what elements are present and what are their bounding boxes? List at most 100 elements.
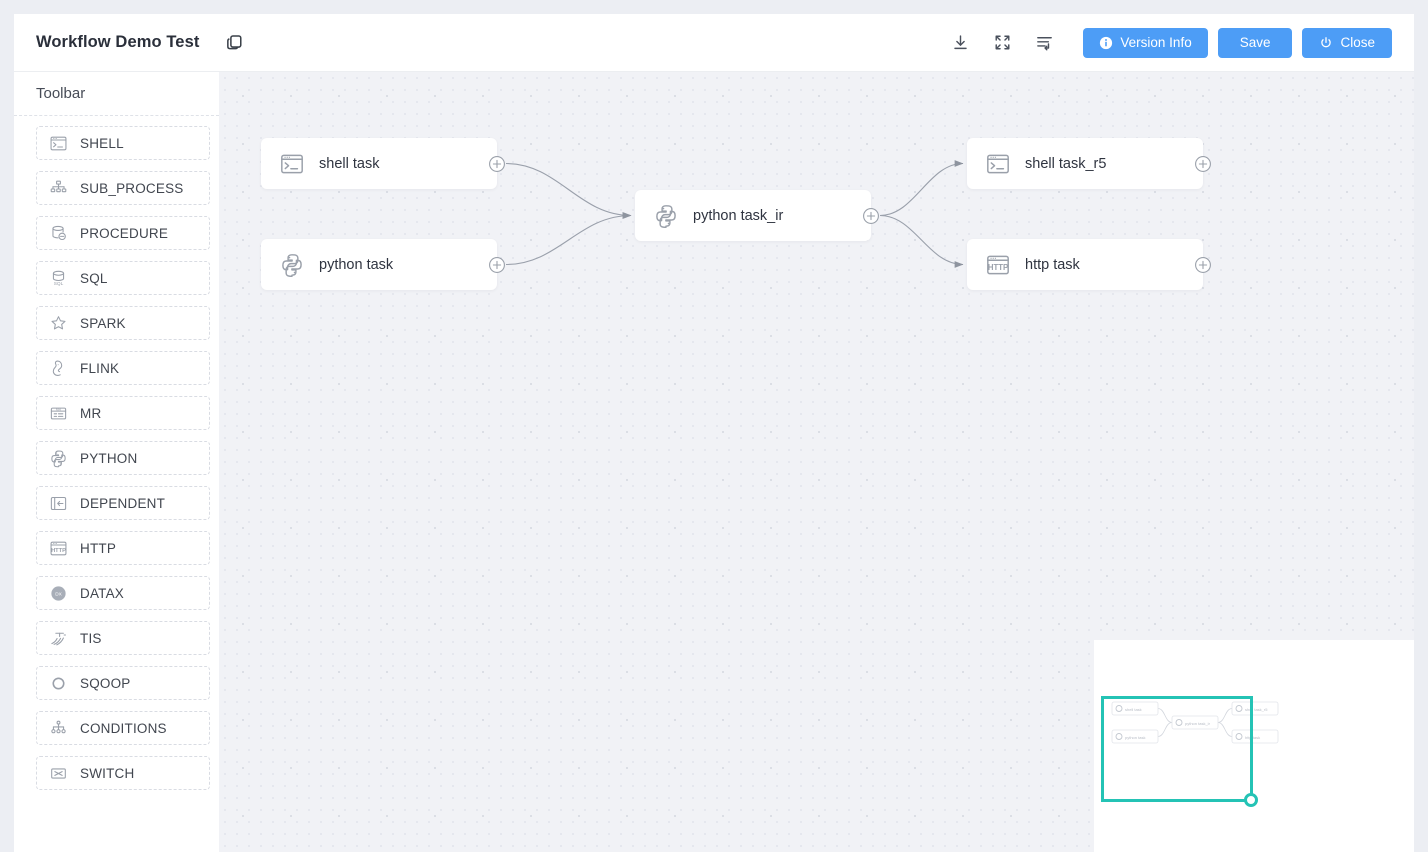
info-icon — [1100, 36, 1113, 49]
toolbar-item-label: PYTHON — [80, 450, 138, 466]
toolbar-item-label: FLINK — [80, 360, 120, 376]
download-icon[interactable] — [943, 26, 977, 60]
minimap-node-icon — [1115, 733, 1123, 740]
toolbar-item-label: MR — [80, 405, 102, 421]
save-label: Save — [1239, 35, 1271, 50]
toolbar-item-sql[interactable]: SQL SQL — [36, 261, 210, 295]
save-button[interactable]: Save — [1217, 27, 1293, 58]
minimap-node-icon — [1175, 719, 1183, 726]
python-icon — [49, 449, 68, 468]
workflow-node[interactable]: HTTP http task — [967, 239, 1211, 290]
version-info-button[interactable]: Version Info — [1083, 27, 1208, 58]
toolbar-item-label: SQL — [80, 270, 108, 286]
format-layout-icon[interactable] — [1027, 26, 1061, 60]
python-icon — [653, 203, 679, 229]
workflow-node-label: http task — [1025, 256, 1080, 273]
toolbar-item-sqoop[interactable]: SQOOP — [36, 666, 210, 700]
version-info-label: Version Info — [1120, 35, 1192, 50]
svg-text:HTTP: HTTP — [51, 548, 66, 554]
toolbar-item-label: DEPENDENT — [80, 495, 166, 511]
conditions-icon — [49, 719, 68, 738]
shell-icon — [985, 151, 1011, 177]
toolbar-item-python[interactable]: PYTHON — [36, 441, 210, 475]
python-icon — [279, 252, 305, 278]
workflow-node[interactable]: python task — [261, 239, 505, 290]
toolbar-item-flink[interactable]: FLINK — [36, 351, 210, 385]
sub-process-icon — [49, 179, 68, 198]
toolbar-item-label: CONDITIONS — [80, 720, 167, 736]
minimap-node-label: shell task_r5 — [1245, 707, 1268, 712]
toolbar-item-label: SWITCH — [80, 765, 135, 781]
toolbar-item-mr[interactable]: MR MR — [36, 396, 210, 430]
datax-icon: DX — [49, 584, 68, 603]
toolbar-item-label: SQOOP — [80, 675, 131, 691]
plus-port-icon[interactable] — [1194, 256, 1212, 274]
toolbar-item-datax[interactable]: DX DATAX — [36, 576, 210, 610]
minimap-edge — [1217, 722, 1233, 737]
workflow-node[interactable]: shell task_r5 — [967, 138, 1211, 189]
minimap-viewport[interactable] — [1101, 696, 1258, 807]
close-button[interactable]: Close — [1302, 27, 1392, 58]
toolbar-item-label: SPARK — [80, 315, 126, 331]
toolbar-item-procedure[interactable]: PROCEDURE — [36, 216, 210, 250]
toolbar-item-dependent[interactable]: DEPENDENT — [36, 486, 210, 520]
minimap-node-icon — [1115, 705, 1123, 712]
workflow-node-label: shell task — [319, 155, 380, 172]
fullscreen-icon[interactable] — [985, 26, 1019, 60]
spark-icon — [49, 314, 68, 333]
toolbar-item-label: PROCEDURE — [80, 225, 169, 241]
toolbar-item-tis[interactable]: TIS — [36, 621, 210, 655]
plus-port-icon[interactable] — [488, 256, 506, 274]
toolbar-item-shell[interactable]: SHELL — [36, 126, 210, 160]
sqoop-icon — [49, 674, 68, 693]
svg-text:HTTP: HTTP — [988, 262, 1008, 271]
toolbar-heading: Toolbar — [14, 72, 219, 116]
header-bar: Workflow Demo Test — [14, 14, 1414, 72]
minimap-node — [1231, 701, 1279, 716]
switch-icon — [49, 764, 68, 783]
shell-icon — [279, 151, 305, 177]
minimap-edge — [1157, 722, 1173, 737]
flink-icon — [49, 359, 68, 378]
toolbar-item-switch[interactable]: SWITCH — [36, 756, 210, 790]
minimap-node — [1171, 715, 1219, 730]
http-icon: HTTP — [49, 539, 68, 558]
mr-icon: MR — [49, 404, 68, 423]
copy-icon[interactable] — [225, 33, 244, 52]
workflow-node[interactable]: python task_ir — [635, 190, 879, 241]
workflow-node-label: shell task_r5 — [1025, 155, 1107, 172]
minimap-node-icon — [1235, 705, 1243, 712]
minimap-node-label: python task_ir — [1185, 721, 1211, 726]
close-label: Close — [1340, 35, 1375, 50]
minimap-node-icon — [1235, 733, 1243, 740]
svg-text:MR: MR — [56, 407, 62, 411]
minimap-node-label: shell task — [1125, 707, 1142, 712]
plus-port-icon[interactable] — [488, 155, 506, 173]
workflow-node-label: python task_ir — [693, 207, 784, 224]
sql-icon: SQL — [49, 269, 68, 288]
canvas-area[interactable]: shell task python task python task_ir sh… — [219, 72, 1414, 852]
toolbar-item-conditions[interactable]: CONDITIONS — [36, 711, 210, 745]
toolbar-item-label: TIS — [80, 630, 102, 646]
dependent-icon — [49, 494, 68, 513]
power-icon — [1321, 36, 1332, 47]
toolbar-item-sub_process[interactable]: SUB_PROCESS — [36, 171, 210, 205]
shell-icon — [49, 134, 68, 153]
minimap-resize-handle[interactable] — [1244, 793, 1258, 807]
toolbar-item-spark[interactable]: SPARK — [36, 306, 210, 340]
http-icon: HTTP — [985, 252, 1011, 278]
plus-port-icon[interactable] — [862, 207, 880, 225]
workflow-node-label: python task — [319, 256, 394, 273]
toolbar-item-label: DATAX — [80, 585, 125, 601]
workflow-node[interactable]: shell task — [261, 138, 505, 189]
toolbar-item-label: SUB_PROCESS — [80, 180, 184, 196]
page-title: Workflow Demo Test — [36, 33, 200, 51]
plus-port-icon[interactable] — [1194, 155, 1212, 173]
